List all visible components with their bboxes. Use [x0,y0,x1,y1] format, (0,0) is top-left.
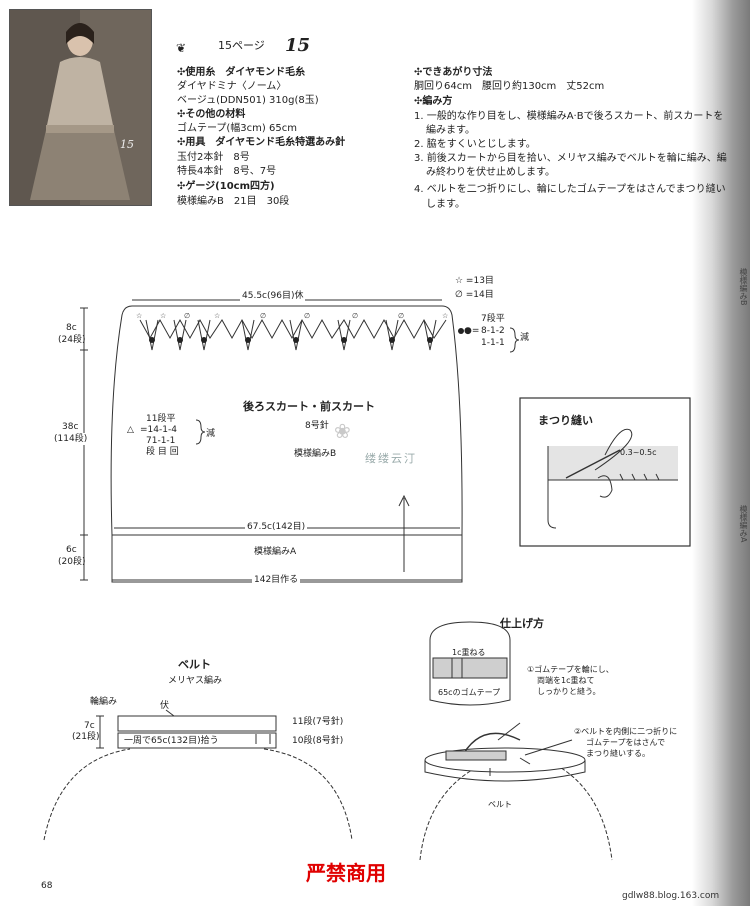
skirt-title: 後ろスカート・前スカート [243,400,375,413]
stitch-box-dim: 0.3~0.5c [620,448,657,457]
yarn-heading: ✣使用糸 ダイヤモンド毛糸 [177,67,306,78]
finish-overlap: 1c重ねる [452,648,486,657]
other-heading: ✣その他の材料 [177,109,246,120]
increase-label: 減 [206,429,216,439]
belt-lower: 10段(8号針) [292,736,344,746]
belt-subtitle: メリヤス編み [168,676,223,686]
pattern-number: 15 [285,35,311,56]
skirt-pattern-a: 模様編みA [254,547,297,557]
spine-label-2: 模様編みA [739,505,748,543]
finish-note2: ②ベルトを内側に二つ折りに [574,727,678,736]
belt-title: ベルト [178,658,211,671]
legend-dec-2: 8-1-2 [481,326,505,336]
gauge-value: 模様編みB 21目 30段 [177,196,290,207]
svg-text:☆: ☆ [136,312,142,320]
method-step: 4. ベルトを二つ折りにし、輪にしたゴムテープをはさんでまつり縫い [414,184,726,195]
other-item: ゴムテープ(幅3cm) 65cm [177,123,297,134]
ornament-icon: ❦ [176,41,187,55]
svg-text:∅: ∅ [304,312,310,320]
size-heading: ✣できあがり寸法 [414,67,493,78]
finish-belt-label: ベルト [488,800,512,809]
legend-dot: ●= [464,326,480,336]
method-step: します。 [426,199,465,210]
finish-note2: まつり縫いする。 [586,749,650,758]
legend-phi: ∅ =14目 [455,290,494,300]
belt-rib: 輪編み [90,697,118,707]
copyright-stamp: 严禁商用 [306,861,386,885]
finish-title: 仕上げ方 [500,617,544,630]
svg-text:∅: ∅ [398,312,404,320]
method-step: み終わりを伏せ止めします。 [426,167,555,178]
finish-note1: 両端を1c重ねて [537,676,595,685]
tool-1: 玉付2本針 8号 [177,152,250,163]
method-step: 1. 一般的な作り目をし、模様編みA·Bで後ろスカート、前スカートを [414,111,724,122]
increase-3: 71-1-1 [146,436,176,446]
tools-heading: ✣用具 ダイヤモンド毛糸特選あみ針 [177,137,346,148]
skirt-top-width: 45.5c(96目)休 [240,290,306,303]
page-reference: 15ページ [218,39,265,52]
method-step: 編みます。 [426,125,475,136]
increase-4: 段 目 回 [146,447,179,457]
spine-label-1: 模様編みB [739,268,748,306]
svg-text:∅: ∅ [184,312,190,320]
belt-upper: 11段(7号針) [292,717,344,727]
legend-dec-1: 7段平 [481,314,505,324]
gauge-heading: ✣ゲージ(10cm四方) [177,181,275,192]
skirt-hem-width: 67.5c(142目) [245,521,308,534]
yarn-color: ベージュ(DDN501) 310g(8玉) [177,95,319,106]
stitch-box-title: まつり縫い [538,414,593,427]
finish-note2: ゴムテープをはさんで [586,738,666,747]
svg-text:∅: ∅ [352,312,358,320]
photo-number: 15 [120,138,134,151]
site-watermark: gdlw88.blog.163.com [622,891,720,901]
skirt-side-bot-cm: 6c [66,545,77,555]
watermark-logo-icon: ❀ [334,419,351,443]
page-number: 68 [41,881,53,891]
skirt-side-top-rows: (24段) [58,335,86,345]
tool-2: 特長4本針 8号、7号 [177,166,277,177]
skirt-needle: 8号針 [305,421,329,431]
svg-text:☆: ☆ [160,312,166,320]
legend-dec-3: 1-1-1 [481,338,505,348]
belt-bind: 伏 [160,701,170,711]
size-value: 胴回り64cm 腰回り約130cm 丈52cm [414,81,605,92]
skirt-cast-on: 142目作る [252,574,301,587]
finish-note1: ①ゴムテープを輪にし、 [527,665,614,674]
yarn-name: ダイヤドミナ〈ノーム〉 [177,81,287,92]
legend-star: ☆ =13目 [455,276,494,286]
method-step: 3. 前後スカートから目を拾い、メリヤス編みでベルトを輪に編み、編 [414,153,727,164]
increase-1: 11段平 [146,414,176,424]
increase-tri-icon: △ [127,425,134,435]
skirt-side-top-cm: 8c [66,323,77,333]
watermark-text: 缕缕云汀 [365,452,417,465]
svg-text:☆: ☆ [442,312,448,320]
skirt-side-bot-rows: (20段) [58,557,86,567]
method-heading: ✣編み方 [414,96,453,107]
belt-pickup: 一周で65c(132目)拾う [124,736,219,746]
finish-tape: 65cのゴムテープ [438,688,501,697]
svg-text:☆: ☆ [214,312,220,320]
legend-dec-label: 減 [520,333,530,343]
svg-text:∅: ∅ [260,312,266,320]
book-spine-shadow [692,0,750,906]
method-step: 2. 脇をすくいとじします。 [414,139,536,150]
finish-note1: しっかりと縫う。 [537,687,601,696]
model-photo [9,9,152,206]
skirt-side-mid-cm: 38c [62,421,79,434]
skirt-pattern-b: 模様編みB [294,449,337,459]
belt-height-rows: (21段) [72,732,100,742]
belt-height-cm: 7c [84,721,95,731]
increase-2: =14-1-4 [140,425,177,435]
skirt-side-mid-rows: (114段) [54,433,88,446]
